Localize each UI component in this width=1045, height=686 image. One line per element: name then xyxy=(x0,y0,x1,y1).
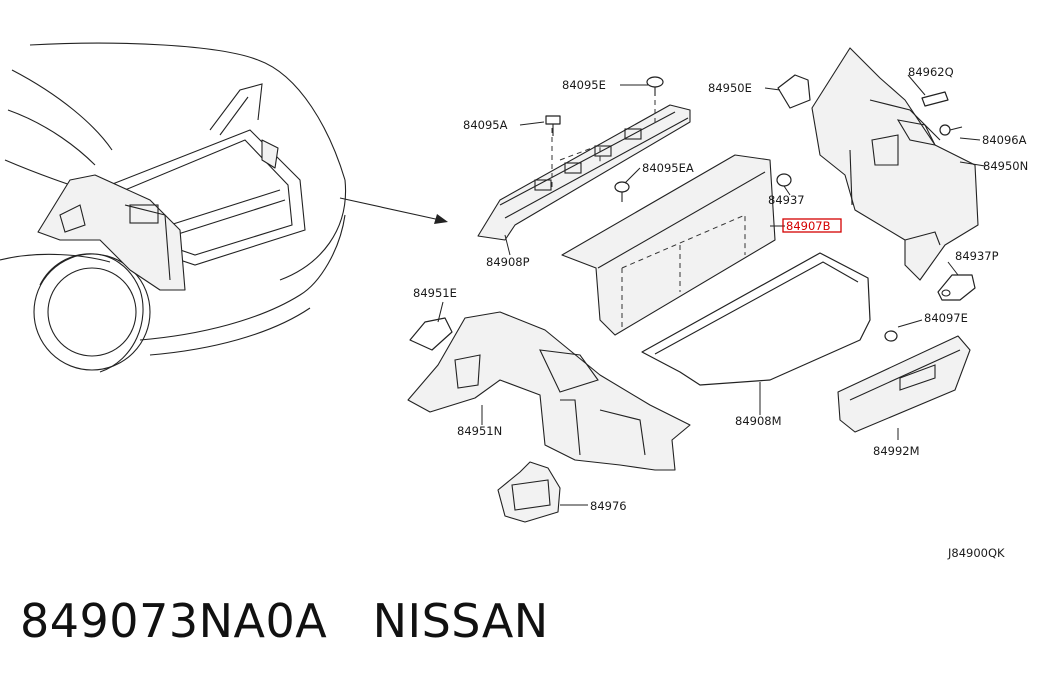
callout-labels: 84095E 84095A 84095EA 84908P 84950E 8496… xyxy=(413,65,1028,560)
callout-84962Q: 84962Q xyxy=(908,65,954,79)
part-84908P-finisher xyxy=(477,100,691,241)
part-caption: 849073NA0A NISSAN xyxy=(20,598,549,644)
callout-84937P: 84937P xyxy=(955,249,999,263)
grommet-84937 xyxy=(776,173,792,187)
clip-84097E xyxy=(884,330,898,342)
callout-84095A: 84095A xyxy=(463,118,508,132)
part-84951E-cover xyxy=(409,317,453,351)
callout-84095E: 84095E xyxy=(562,78,606,92)
part-84992M-rear-plate xyxy=(837,335,971,433)
callout-84096A: 84096A xyxy=(982,133,1027,147)
callout-84950E: 84950E xyxy=(708,81,752,95)
callout-84097E: 84097E xyxy=(924,311,968,325)
highlight-box-84907B xyxy=(782,218,842,233)
part-84951N-side-trim xyxy=(407,311,691,471)
callout-84992M: 84992M xyxy=(873,444,920,458)
part-84976-box xyxy=(497,461,561,523)
bracket-84937P xyxy=(937,274,976,301)
callout-84951N: 84951N xyxy=(457,424,502,438)
part-84907B-board xyxy=(561,154,776,336)
callout-84976: 84976 xyxy=(590,499,627,513)
caption-brand: NISSAN xyxy=(372,594,549,648)
part-84950N-side-trim xyxy=(811,47,979,281)
part-84950E-cover xyxy=(777,74,811,109)
callout-84951E: 84951E xyxy=(413,286,457,300)
part-84962Q-bracket xyxy=(921,91,949,107)
caption-part-number: 849073NA0A xyxy=(20,594,328,648)
callout-84908P: 84908P xyxy=(486,255,530,269)
leader-lines xyxy=(437,74,986,506)
callout-84908M: 84908M xyxy=(735,414,782,428)
bolt-84096A xyxy=(939,124,963,136)
clip-84095A xyxy=(545,115,561,136)
callout-84907B: 84907B xyxy=(786,219,831,233)
callout-84937: 84937 xyxy=(768,193,805,207)
callout-84095EA: 84095EA xyxy=(642,161,694,175)
callout-84950N: 84950N xyxy=(983,159,1028,173)
vehicle-rear-overview xyxy=(0,42,448,373)
clip-84095EA xyxy=(614,181,630,202)
reference-code: J84900QK xyxy=(947,546,1005,560)
clip-84095E xyxy=(646,76,664,96)
parts-diagram: 84095E 84095A 84095EA 84908P 84950E 8496… xyxy=(0,42,1028,560)
part-84908M-floor-mat xyxy=(641,252,871,386)
